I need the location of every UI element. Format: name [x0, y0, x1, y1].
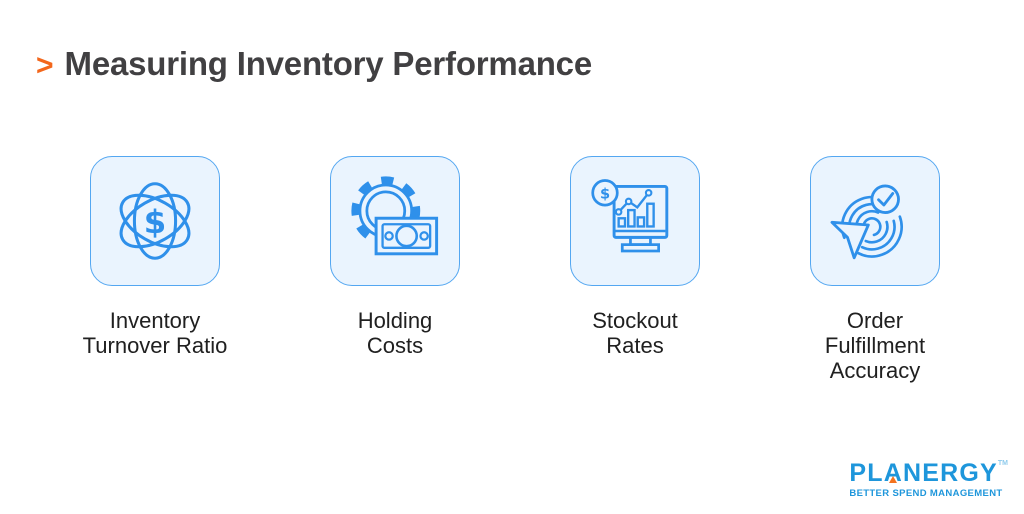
- banknote-icon: [374, 216, 438, 256]
- logo-letter-a: A: [884, 460, 903, 486]
- label-line: Rates: [606, 333, 664, 358]
- logo-text: PL: [849, 458, 884, 487]
- label-line: Stockout: [592, 308, 678, 333]
- logo-text: NERGY: [902, 458, 998, 487]
- monitor-icon: [612, 185, 669, 253]
- dollar-badge-icon: $: [591, 179, 619, 207]
- card-label: Stockout Rates: [520, 308, 750, 358]
- card-order-fulfillment-accuracy: Order Fulfillment Accuracy: [810, 156, 940, 383]
- icon-tile: $: [570, 156, 700, 286]
- page-title: Measuring Inventory Performance: [64, 45, 593, 82]
- bar-chart-icon: [617, 202, 655, 228]
- trademark-symbol: TM: [997, 459, 1008, 467]
- card-label: Order Fulfillment Accuracy: [760, 308, 990, 383]
- card-label: Inventory Turnover Ratio: [40, 308, 270, 358]
- cursor-arrow-icon: [830, 220, 870, 260]
- label-line: Costs: [366, 333, 424, 358]
- trend-line-icon: [614, 189, 653, 216]
- dollar-glyph: $: [600, 186, 610, 202]
- icon-tile: $: [90, 156, 220, 286]
- dollar-glyph: $: [144, 203, 167, 241]
- label-line: Turnover Ratio: [82, 333, 228, 358]
- label-line: Fulfillment: [824, 333, 926, 358]
- logo-tagline: BETTER SPEND MANAGEMENT: [849, 487, 1003, 499]
- label-line: Inventory: [109, 308, 201, 333]
- card-inventory-turnover-ratio: $ Inventory Turnover Ratio: [83, 156, 227, 358]
- monitor-chart-dollar-icon: $: [591, 179, 669, 253]
- gear-banknote-icon: [350, 176, 438, 256]
- label-line: Holding: [357, 308, 433, 333]
- icon-tile: [810, 156, 940, 286]
- card-stockout-rates: $ Stockout Rates: [570, 156, 700, 358]
- check-badge-icon: [870, 184, 900, 214]
- atom-dollar-icon: $: [119, 182, 191, 260]
- card-holding-costs: Holding Costs: [330, 156, 460, 358]
- icon-tile: [330, 156, 460, 286]
- label-line: Accuracy: [829, 358, 921, 383]
- card-label: Holding Costs: [280, 308, 510, 358]
- logo-a-triangle-icon: [889, 475, 898, 483]
- chevron-icon: >: [36, 49, 54, 82]
- header: > Measuring Inventory Performance: [36, 45, 592, 83]
- label-line: Order: [846, 308, 904, 333]
- target-arrow-check-icon: [830, 184, 903, 260]
